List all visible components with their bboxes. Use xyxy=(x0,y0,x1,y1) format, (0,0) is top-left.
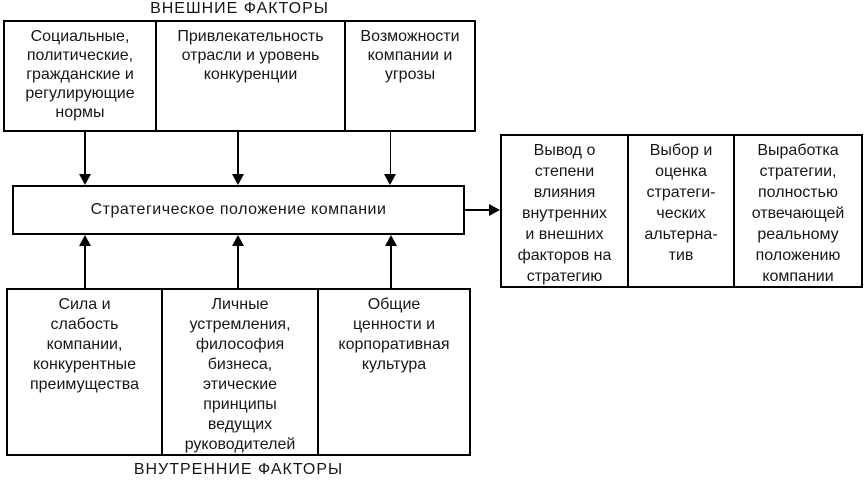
internal-factors-label: ВНУТРЕННИЕ ФАКТОРЫ xyxy=(133,461,344,478)
external-factors-row: Социальные, политические, гражданские и … xyxy=(3,20,476,132)
box-opportunities-threats: Возможности компании и угрозы xyxy=(344,22,474,130)
box-industry-attractiveness: Привлекательность отрасли и уровень конк… xyxy=(155,22,344,130)
arrow-shaft xyxy=(389,132,391,174)
box-conclusion-influence: Вывод о степени влияния внутренних и вне… xyxy=(517,142,612,285)
arrow-shaft xyxy=(237,132,239,174)
external-factors-label: ВНЕШНИЕ ФАКТОРЫ xyxy=(150,0,329,17)
arrow-shaft xyxy=(84,246,86,288)
arrow-down-icon xyxy=(79,132,91,185)
arrow-down-icon xyxy=(232,132,244,185)
box-social-political-norms: Социальные, политические, гражданские и … xyxy=(25,28,135,121)
arrow-shaft xyxy=(237,246,239,288)
arrow-shaft xyxy=(390,246,392,288)
arrow-head xyxy=(232,235,244,246)
arrow-up-icon xyxy=(385,235,397,288)
arrow-head xyxy=(232,174,244,185)
arrow-down-icon xyxy=(384,132,396,185)
internal-factors-row: Сила и слабость компании, конкурентные п… xyxy=(6,288,471,456)
arrow-shaft xyxy=(84,132,86,174)
box-personal-aspirations-ethics: Личные устремления, философия бизнеса, э… xyxy=(161,290,317,454)
box-shared-values-culture: Общие ценности и корпоративная культура xyxy=(317,290,469,454)
strategy-steps-row: Вывод о степени влияния внутренних и вне… xyxy=(500,134,863,288)
arrow-head xyxy=(79,174,91,185)
box-choice-evaluation-alternatives: Выбор и оценка стратеги- ческих альтерна… xyxy=(627,136,733,286)
box-strategy-development: Выработка стратегии, полностью отвечающе… xyxy=(733,136,861,286)
arrow-head xyxy=(384,174,396,185)
arrow-up-icon xyxy=(232,235,244,288)
arrow-right-shaft xyxy=(465,209,490,211)
box-strengths-weaknesses: Сила и слабость компании, конкурентные п… xyxy=(29,296,139,393)
arrow-up-icon xyxy=(79,235,91,288)
box-strategic-position: Стратегическое положение компании xyxy=(12,185,465,235)
arrow-head xyxy=(79,235,91,246)
arrow-right-icon xyxy=(489,204,500,216)
arrow-head xyxy=(385,235,397,246)
